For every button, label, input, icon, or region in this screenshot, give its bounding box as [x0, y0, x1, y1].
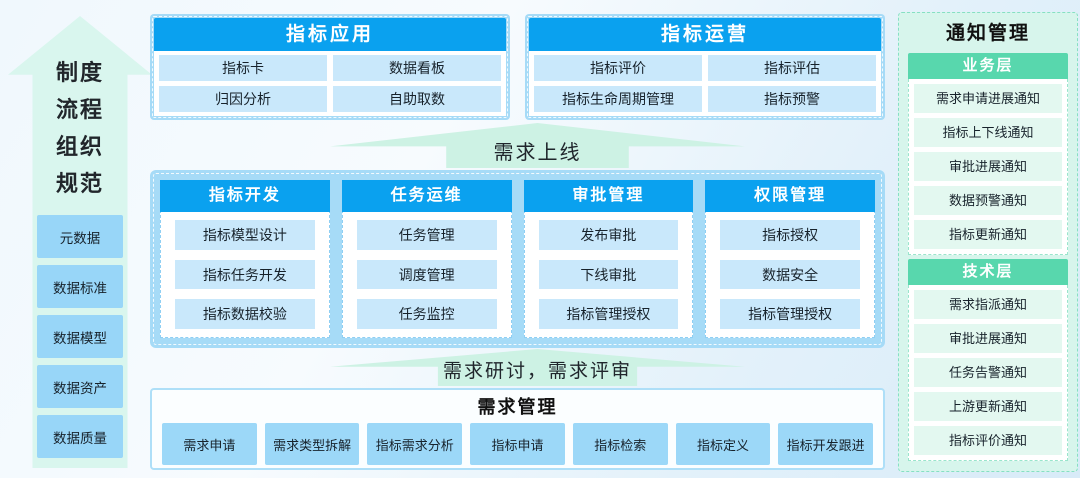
- notify-metric-online-offline: 指标上下线通知: [914, 118, 1062, 147]
- pillar-box-metadata: 元数据: [37, 215, 123, 258]
- item-metric-task-dev: 指标任务开发: [175, 259, 315, 290]
- notify-approval-progress-biz: 审批进展通知: [914, 152, 1062, 181]
- item-metric-apply: 指标申请: [470, 423, 565, 465]
- panel-metric-application-body: 指标卡 数据看板 归因分析 自助取数: [154, 51, 506, 116]
- notify-metric-evaluation: 指标评价通知: [914, 426, 1062, 455]
- card-approval-management: 审批管理 发布审批 下线审批 指标管理授权: [523, 180, 694, 338]
- panel-metric-application: 指标应用 指标卡 数据看板 归因分析 自助取数: [150, 14, 510, 120]
- item-metric-data-check: 指标数据校验: [175, 299, 315, 330]
- card-permission-management-title: 权限管理: [705, 180, 875, 212]
- item-task-monitoring: 任务监控: [356, 299, 497, 330]
- notify-section-technical: 技术层 需求指派通知 审批进展通知 任务告警通知 上游更新通知 指标评价通知: [908, 259, 1068, 461]
- panel-notification-management: 通知管理 业务层 需求申请进展通知 指标上下线通知 审批进展通知 数据预警通知 …: [898, 12, 1078, 472]
- notify-approval-progress-tech: 审批进展通知: [914, 324, 1062, 353]
- notify-section-business-title: 业务层: [908, 53, 1068, 79]
- panel-demand-management: 需求管理 需求申请 需求类型拆解 指标需求分析 指标申请 指标检索 指标定义 指…: [150, 388, 885, 470]
- item-publish-approval: 发布审批: [538, 220, 679, 250]
- cell-metric-lifecycle: 指标生命周期管理: [534, 86, 702, 112]
- card-metric-development: 指标开发 指标模型设计 指标任务开发 指标数据校验: [160, 180, 330, 338]
- panel-metric-operation-title: 指标运营: [529, 18, 881, 51]
- item-metric-manage-auth: 指标管理授权: [720, 299, 860, 330]
- notify-demand-assign: 需求指派通知: [914, 290, 1062, 319]
- flow-arrow-demand-online-label: 需求上线: [493, 142, 582, 164]
- panel-platform-core: 指标开发 指标模型设计 指标任务开发 指标数据校验 任务运维 任务管理 调度管理…: [150, 170, 885, 348]
- notify-section-business: 业务层 需求申请进展通知 指标上下线通知 审批进展通知 数据预警通知 指标更新通…: [908, 53, 1068, 255]
- pillar-box-list: 元数据 数据标准 数据模型 数据资产 数据质量: [37, 215, 123, 458]
- item-metric-demand-analysis: 指标需求分析: [367, 423, 463, 465]
- flow-arrow-demand-review: 需求研讨，需求评审: [330, 349, 745, 386]
- item-metric-authorization: 指标授权: [720, 220, 860, 250]
- item-data-security: 数据安全: [720, 259, 860, 290]
- card-permission-management: 权限管理 指标授权 数据安全 指标管理授权: [705, 180, 875, 338]
- notify-task-alarm: 任务告警通知: [914, 358, 1062, 387]
- pillar-line-standard: 规范: [55, 171, 104, 196]
- cell-self-service-data: 自助取数: [333, 86, 501, 112]
- item-schedule-management: 调度管理: [356, 259, 497, 290]
- notify-metric-update: 指标更新通知: [914, 220, 1062, 249]
- pillar-box-data-asset: 数据资产: [37, 365, 123, 408]
- pillar-line-process: 流程: [55, 97, 104, 122]
- item-task-management: 任务管理: [356, 220, 497, 250]
- card-task-operation-title: 任务运维: [341, 180, 512, 212]
- pillar-box-data-standard: 数据标准: [37, 265, 123, 308]
- cell-metric-assessment: 指标评估: [708, 55, 876, 81]
- cell-metric-evaluation: 指标评价: [534, 55, 702, 81]
- card-task-operation: 任务运维 任务管理 调度管理 任务监控: [341, 180, 512, 338]
- pillar-line-system: 制度: [55, 60, 104, 85]
- item-demand-type-split: 需求类型拆解: [264, 423, 360, 465]
- pillar-line-organization: 组织: [55, 134, 104, 159]
- panel-metric-operation: 指标运营 指标评价 指标评估 指标生命周期管理 指标预警: [525, 14, 885, 120]
- cell-metric-alert: 指标预警: [708, 86, 876, 112]
- cell-attribution-analysis: 归因分析: [159, 86, 327, 112]
- card-metric-development-title: 指标开发: [160, 180, 330, 212]
- item-demand-apply: 需求申请: [162, 423, 257, 465]
- card-approval-management-title: 审批管理: [523, 180, 694, 212]
- item-offline-approval: 下线审批: [538, 259, 679, 290]
- panel-demand-management-title: 需求管理: [477, 397, 558, 417]
- pillar-box-data-quality: 数据质量: [37, 415, 123, 458]
- item-metric-definition: 指标定义: [675, 423, 771, 465]
- item-metric-dev-tracking: 指标开发跟进: [778, 423, 874, 465]
- notify-section-technical-title: 技术层: [908, 259, 1068, 285]
- item-metric-model-design: 指标模型设计: [175, 220, 315, 250]
- notify-data-alert: 数据预警通知: [914, 186, 1062, 215]
- item-metric-search: 指标检索: [572, 423, 668, 465]
- flow-arrow-demand-review-label: 需求研讨，需求评审: [442, 361, 632, 382]
- cell-data-dashboard: 数据看板: [333, 55, 501, 81]
- governance-pillar: 制度 流程 组织 规范 元数据 数据标准 数据模型 数据资产 数据质量: [8, 16, 152, 468]
- panel-metric-application-title: 指标应用: [154, 18, 506, 51]
- notify-upstream-update: 上游更新通知: [914, 392, 1062, 421]
- panel-metric-operation-body: 指标评价 指标评估 指标生命周期管理 指标预警: [529, 51, 881, 116]
- item-metric-admin-auth: 指标管理授权: [538, 299, 679, 330]
- pillar-box-data-model: 数据模型: [37, 315, 123, 358]
- notify-demand-progress: 需求申请进展通知: [914, 84, 1062, 113]
- flow-arrow-demand-online: 需求上线: [330, 123, 745, 168]
- cell-metric-card: 指标卡: [159, 55, 327, 81]
- demand-item-list: 需求申请 需求类型拆解 指标需求分析 指标申请 指标检索 指标定义 指标开发跟进: [152, 419, 883, 465]
- panel-notification-title: 通知管理: [945, 23, 1030, 44]
